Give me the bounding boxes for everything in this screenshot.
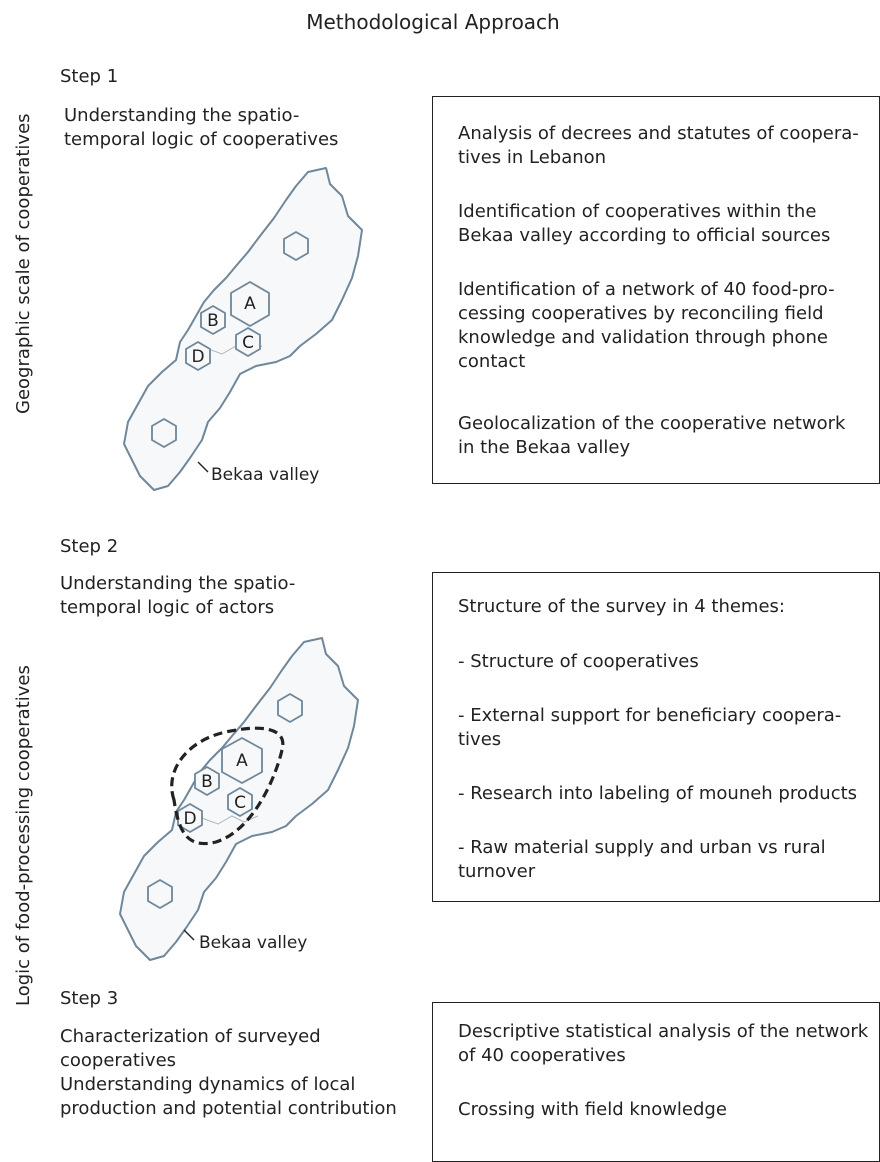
step-1-item-line: Geolocalization of the cooperative netwo… [458, 413, 846, 434]
valley-label: Bekaa valley [199, 933, 307, 953]
step-2-description-line: Understanding the spatio- [60, 573, 296, 594]
step-3-item-line: Descriptive statistical analysis of the … [458, 1021, 869, 1042]
step-1-item: Identification of a network of 40 food-p… [458, 278, 835, 374]
cluster-dashed-outline [170, 726, 285, 846]
side-label-logic-of-cooperatives: Logic of food-processing cooperatives [13, 665, 34, 1006]
hex-label-d: D [191, 347, 204, 367]
hexagon-a [221, 736, 263, 785]
valley-leader-line [197, 461, 209, 473]
step-3-label: Step 3 [60, 988, 119, 1009]
diagram-title: Methodological Approach [306, 10, 560, 34]
step-3-description-line: Understanding dynamics of local [60, 1074, 356, 1095]
step-3-item: Crossing with field knowledge [458, 1098, 727, 1122]
step-3-item: Descriptive statistical analysis of the … [458, 1020, 868, 1068]
hexagon-south [151, 417, 177, 449]
step-2-item-line: - Raw material supply and urban vs rural [458, 837, 826, 858]
step-2-box: Structure of the survey in 4 themes: - S… [432, 572, 880, 902]
step-2-item: - Research into labeling of mouneh produ… [458, 782, 857, 806]
step-1-item-line: in the Bekaa valley [458, 437, 631, 458]
hexagon-north [277, 692, 303, 724]
hex-label-b: B [207, 311, 219, 331]
hexagon-d [185, 340, 211, 372]
hexagon-b [194, 765, 220, 797]
step-3-description: Characterization of surveyed cooperative… [60, 1025, 430, 1121]
hex-label-c: C [242, 333, 254, 353]
valley-leader-line [183, 929, 195, 941]
step-2-item-line: - Research into labeling of mouneh produ… [458, 783, 858, 804]
step-1-item-line: Bekaa valley according to official sourc… [458, 225, 831, 246]
step-1-item: Identification of cooperatives within th… [458, 200, 830, 248]
side-label-geographic-scale: Geographic scale of cooperatives [13, 113, 34, 414]
step-1-item: Geolocalization of the cooperative netwo… [458, 412, 845, 460]
step-1-box: Analysis of decrees and statutes of coop… [432, 96, 880, 484]
step-2-item: - Structure of cooperatives [458, 650, 699, 674]
hex-label-d: D [183, 809, 196, 829]
step-2-description-line: temporal logic of actors [60, 597, 275, 618]
hexagon-south [147, 878, 173, 910]
step-2-lebanon-map: A B C D Bekaa valley [119, 637, 359, 961]
step-1-item-line: contact [458, 351, 526, 372]
valley-label: Bekaa valley [211, 465, 319, 485]
step-1-item-line: tives in Lebanon [458, 147, 607, 168]
step-2-item: Structure of the survey in 4 themes: [458, 595, 785, 619]
step-2-item: - Raw material supply and urban vs rural… [458, 836, 826, 884]
hexagon-a [230, 280, 270, 328]
hexagon-c [235, 326, 261, 358]
step-1-item-line: cessing cooperatives by reconciling fiel… [458, 303, 824, 324]
step-1-item-line: Identification of cooperatives within th… [458, 201, 817, 222]
step-2-item-line: tives [458, 729, 502, 750]
step-2-label: Step 2 [60, 536, 119, 557]
step-2-item-line: - External support for beneficiary coope… [458, 705, 842, 726]
step-3-item-line: of 40 cooperatives [458, 1045, 626, 1066]
step-1-description-line: Understanding the spatio- [64, 105, 300, 126]
step-2-item-line: turnover [458, 861, 536, 882]
hexagon-north [283, 230, 309, 262]
step-1-description-line: temporal logic of cooperatives [64, 129, 339, 150]
hex-label-a: A [244, 294, 256, 314]
step-3-description-line: cooperatives [60, 1050, 177, 1071]
step-1-item-line: knowledge and validation through phone [458, 327, 828, 348]
hex-label-b: B [201, 772, 213, 792]
hex-label-a: A [236, 751, 248, 771]
step-2-item: - External support for beneficiary coope… [458, 704, 841, 752]
step-1-item-line: Analysis of decrees and statutes of coop… [458, 123, 859, 144]
hexagon-d [177, 802, 203, 834]
step-1-item-line: Identification of a network of 40 food-p… [458, 279, 835, 300]
hexagon-b [200, 304, 226, 336]
step-1-description: Understanding the spatio- temporal logic… [64, 104, 394, 152]
step-1-lebanon-map: A B C D Bekaa valley [123, 167, 363, 491]
step-2-description: Understanding the spatio- temporal logic… [60, 572, 390, 620]
step-1-item: Analysis of decrees and statutes of coop… [458, 122, 859, 170]
step-1-label: Step 1 [60, 66, 119, 87]
step-3-description-line: production and potential contribution [60, 1098, 397, 1119]
step-2-item-line: Structure of the survey in 4 themes: [458, 596, 785, 617]
step-3-item-line: Crossing with field knowledge [458, 1099, 727, 1120]
hexagon-c [227, 786, 253, 818]
step-2-item-line: - Structure of cooperatives [458, 651, 699, 672]
step-3-box: Descriptive statistical analysis of the … [432, 1002, 880, 1162]
hex-label-c: C [234, 793, 246, 813]
step-3-description-line: Characterization of surveyed [60, 1026, 321, 1047]
